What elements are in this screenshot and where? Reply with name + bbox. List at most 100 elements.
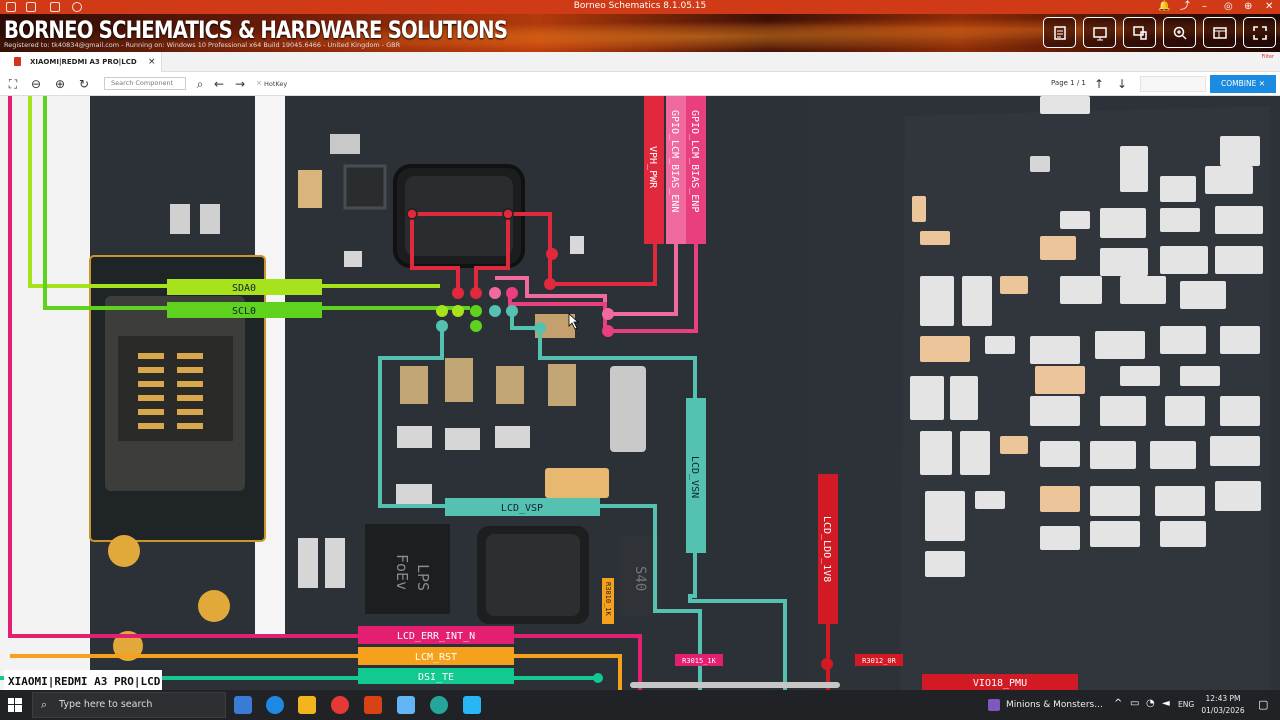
clock-time: 12:43 PM <box>1205 694 1241 703</box>
forward-arrow-icon[interactable]: → <box>234 77 246 91</box>
net-label-vio18-pmu[interactable]: VIO18_PMU <box>922 674 1078 690</box>
edge-icon[interactable] <box>266 696 284 714</box>
zoom-search-button[interactable] <box>1163 17 1196 48</box>
inductor-l3002[interactable] <box>477 526 589 624</box>
back-arrow-icon[interactable]: ← <box>213 77 225 91</box>
net-label-dsi-te[interactable]: DSI_TE <box>358 668 514 684</box>
wifi-icon[interactable]: ◔ <box>1146 698 1155 709</box>
mouse-cursor <box>568 313 580 330</box>
capacitor-array <box>910 96 1263 577</box>
volume-icon[interactable]: ◄ <box>1162 698 1170 709</box>
component-r3015[interactable]: R3015_1K <box>675 654 723 666</box>
save-icon[interactable] <box>26 2 36 12</box>
combine-button[interactable]: COMBINE ✕ <box>1210 75 1276 93</box>
windows-start-icon[interactable] <box>8 698 22 712</box>
net-label-lcm-rst[interactable]: LCM_RST <box>358 647 514 665</box>
taskbar-search-input[interactable]: ⌕ Type here to search <box>32 692 226 718</box>
tray-chevron-icon[interactable]: ^ <box>1114 698 1123 709</box>
fullscreen-button[interactable] <box>1243 17 1276 48</box>
net-label-lcd-vsp[interactable]: LCD_VSP <box>445 498 600 516</box>
app-icon-cyan[interactable] <box>463 696 481 714</box>
devices-button[interactable] <box>1123 17 1156 48</box>
close-button[interactable]: ✕ <box>1265 1 1274 12</box>
file-explorer-icon[interactable] <box>298 696 316 714</box>
maximize-button[interactable]: ⊕ <box>1244 1 1253 12</box>
ic-lps[interactable]: LPS FoEv <box>365 524 450 614</box>
net-label-rst-text: LCM_RST <box>415 652 457 663</box>
filter-link[interactable]: Filter <box>1261 54 1274 60</box>
app-icon-blue[interactable] <box>397 696 415 714</box>
media-title: Minions & Monsters... <box>1006 700 1103 710</box>
page-search-input[interactable] <box>1140 76 1206 92</box>
capacitor-large[interactable] <box>545 468 609 498</box>
page-up-icon[interactable]: ↑ <box>1093 77 1105 91</box>
net-label-lcd-err-int[interactable]: LCD_ERR_INT_N <box>358 626 514 644</box>
search-component-input[interactable]: Search Component <box>104 77 186 90</box>
minimize-button[interactable]: – <box>1202 1 1207 12</box>
system-clock[interactable]: 12:43 PM 01/03/2026 <box>1198 693 1248 717</box>
borneo-app-icon[interactable] <box>364 696 382 714</box>
net-label-vsp-text: LCD_VSP <box>501 503 543 514</box>
taskbar-search-placeholder: Type here to search <box>59 699 153 710</box>
document-button[interactable] <box>1043 17 1076 48</box>
devices-icon <box>1133 26 1147 40</box>
net-label-ldo-text: LCD_LDO_1V8 <box>821 516 832 582</box>
brand-title: BORNEO SCHEMATICS & HARDWARE SOLUTIONS <box>4 16 508 44</box>
horizontal-scrollbar[interactable] <box>630 682 840 688</box>
net-label-scl0[interactable]: SCL0 <box>167 302 322 318</box>
refresh-icon[interactable]: ↻ <box>78 77 90 91</box>
svg-text:LPS: LPS <box>414 564 432 591</box>
monitor-button[interactable] <box>1083 17 1116 48</box>
zoom-out-icon[interactable]: ⊖ <box>30 77 42 91</box>
language-indicator[interactable]: ENG <box>1178 700 1195 709</box>
share-icon[interactable]: ⤴ <box>1180 1 1190 12</box>
zoom-in-icon[interactable]: ⊕ <box>54 77 66 91</box>
component-r3010[interactable]: R3010_1K <box>602 578 614 624</box>
passive-components <box>298 134 584 588</box>
task-view-icon[interactable] <box>234 696 252 714</box>
title-bar: Borneo Schematics 8.1.05.15 🔔 ⤴ – ◎ ⊕ ✕ <box>0 0 1280 14</box>
tab-schematic[interactable]: XIAOMI|REDMI A3 PRO|LCD × <box>0 52 162 72</box>
window-icon <box>1213 27 1227 39</box>
media-widget[interactable]: Minions & Monsters... <box>986 690 1104 720</box>
net-label-bias-enp[interactable]: GPIO_LCM_BIAS_ENP <box>686 96 706 244</box>
page-down-icon[interactable]: ↓ <box>1116 77 1128 91</box>
hotkey-clear-icon[interactable]: × <box>256 79 262 87</box>
window-button[interactable] <box>1203 17 1236 48</box>
fullscreen-icon <box>1253 26 1267 40</box>
fit-screen-icon[interactable]: ⛶ <box>8 77 18 91</box>
pdf-icon <box>14 57 21 66</box>
app-icon[interactable] <box>6 2 16 12</box>
net-label-bias-enn[interactable]: GPIO_LCM_BIAS_ENN <box>666 96 686 244</box>
trace-sw-inductor <box>474 214 510 291</box>
capacitor-tall[interactable] <box>610 366 646 452</box>
board-name-box <box>4 670 162 690</box>
trace-lcd-vsp <box>378 326 702 690</box>
net-label-vph-text: VPH_PWR <box>647 146 658 189</box>
settings-icon[interactable] <box>72 2 82 12</box>
net-label-vph-pwr[interactable]: VPH_PWR <box>644 96 664 244</box>
chrome-icon[interactable] <box>331 696 349 714</box>
search-icon[interactable]: ⌕ <box>196 77 204 91</box>
media-app-icon <box>988 699 1000 711</box>
notification-icon[interactable]: 🔔 <box>1158 1 1171 12</box>
restore-button[interactable]: ◎ <box>1224 1 1233 12</box>
lcd-connector[interactable] <box>89 255 266 542</box>
net-label-sda0[interactable]: SDA0 <box>167 279 322 295</box>
app-icon-teal[interactable] <box>430 696 448 714</box>
component-r3012[interactable]: R3012_0R <box>855 654 903 666</box>
tab-close-button[interactable]: × <box>148 57 156 67</box>
net-label-vio-text: VIO18_PMU <box>973 678 1027 689</box>
notifications-icon[interactable]: ▢ <box>1258 698 1269 711</box>
net-label-lcd-ldo[interactable]: LCD_LDO_1V8 <box>818 474 838 624</box>
network-icon[interactable]: ▭ <box>1130 698 1140 709</box>
clock-date: 01/03/2026 <box>1201 706 1245 715</box>
component-r3012-label: R3012_0R <box>862 657 897 665</box>
board-view[interactable]: LPS FoEv S40 <box>0 96 1280 690</box>
hotkey-label[interactable]: HotKey <box>264 80 288 88</box>
pcb-canvas[interactable]: LPS FoEv S40 <box>0 96 1280 690</box>
trace-scl0 <box>43 96 470 310</box>
print-icon[interactable] <box>50 2 60 12</box>
net-label-lcd-vsn[interactable]: LCD_VSN <box>686 398 706 553</box>
trace-lcd-vsn <box>538 324 787 690</box>
